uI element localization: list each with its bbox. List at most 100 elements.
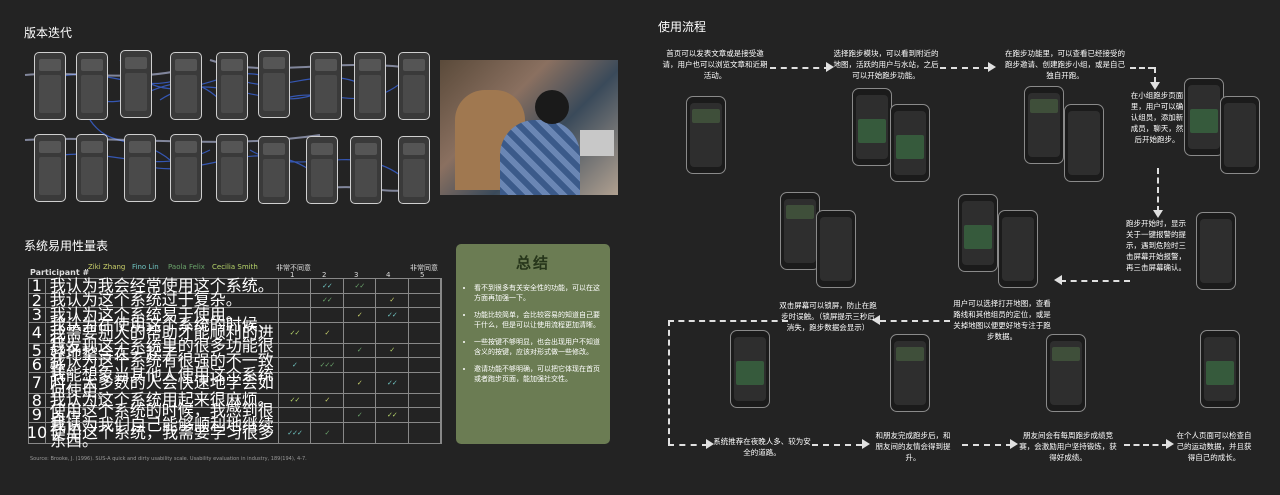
scale-low-label: 非常不同意 (276, 264, 311, 272)
rating-cell: ✓ (344, 372, 377, 393)
phone-run-map (958, 194, 998, 272)
phone-lock (780, 192, 820, 270)
rating-cell (409, 408, 441, 422)
participant-3: Paola Felix (168, 263, 205, 271)
phone-home (686, 96, 726, 174)
rating-cell: ✓✓✓ (311, 358, 344, 372)
rating-cell: ✓✓ (279, 322, 312, 343)
flow-step-11: 在个人页面可以检查自己的运动数据，并且获得自己的成长。 (1176, 431, 1252, 462)
rating-cell: ✓ (344, 408, 377, 422)
rating-cell (409, 293, 441, 307)
row-number: 4 (29, 322, 46, 343)
rating-cell (376, 422, 409, 443)
scale-3: 3 (354, 271, 359, 279)
flow-step-2: 选择跑步模块，可以看到附近的地图，活跃的用户与水站，之后可以开始跑步功能。 (833, 49, 939, 80)
flow-step-7: 双击屏幕可以锁屏，防止在跑步时误触。（锁屏提示三秒后消失，跑步数据会显示） (779, 301, 877, 332)
rating-cell (409, 422, 441, 443)
user-testing-photo (440, 60, 618, 195)
sus-table: Participant # Ziki Zhang Fino Lin Paola … (28, 260, 442, 279)
wireframe-board (20, 40, 430, 210)
phone-lock-2 (816, 210, 856, 288)
participant-4: Cecilia Smith (212, 263, 258, 271)
flow-step-3: 在跑步功能里，可以查看已经接受的跑步邀请、创建跑步小组，或是自己独自开跑。 (1005, 49, 1125, 80)
summary-card: 总结 看不到很多有关安全性的功能，可以在这方面再加强一下。 功能比较简单，会比较… (456, 244, 610, 444)
summary-title: 总结 (515, 254, 550, 272)
rating-cell: ✓ (344, 308, 377, 322)
rating-cell (279, 279, 312, 293)
row-number: 6 (29, 355, 46, 374)
rating-cell (311, 408, 344, 422)
phone-friends (890, 334, 930, 412)
rating-cell (409, 372, 441, 393)
row-question: 我能想象当其他人使用这个系统时，大多数的人会快速地学会如何使用。 (46, 366, 279, 398)
rating-cell: ✓✓ (279, 393, 312, 407)
flow-step-9: 和朋友完成跑步后，和朋友间的友情会得到提升。 (875, 431, 951, 462)
rating-cell (376, 322, 409, 343)
phone-run-menu (1024, 86, 1064, 164)
rating-cell (344, 393, 377, 407)
rating-cell: ✓✓ (376, 308, 409, 322)
scale-4: 4 (386, 271, 391, 279)
rating-cell: ✓ (376, 293, 409, 307)
row-number: 8 (29, 391, 46, 410)
phone-map-2 (890, 104, 930, 182)
summary-point: 邀请功能不够明确，可以把它体现在首页或者跑步页面，能加强社交性。 (474, 364, 602, 384)
table-source: Source: Brooke, J. (1996). SUS-A quick a… (30, 456, 307, 462)
row-question: 我认为我会经常使用这个系统。 (46, 278, 279, 293)
rating-cell: ✓✓ (376, 408, 409, 422)
flow-step-8: 系统推荐在夜晚人多、较为安全的道路。 (713, 437, 811, 457)
row-number: 10 (26, 422, 48, 443)
rating-cell (409, 308, 441, 322)
rating-cell (409, 322, 441, 343)
flow-step-1: 首页可以发表文章或是接受邀请，用户也可以浏览文章和近期活动。 (662, 49, 768, 80)
scale-1: 1 (290, 271, 295, 279)
flow-step-6: 用户可以选择打开地图，查看路线和其他组员的定位，或是关掉地图以便更好地专注于跑步… (953, 299, 1051, 341)
row-number: 5 (29, 341, 46, 360)
summary-point: 看不到很多有关安全性的功能，可以在这方面再加强一下。 (474, 283, 602, 303)
row-number: 7 (29, 372, 46, 393)
scale-5: 5 (420, 271, 425, 279)
flow-step-10: 朋友间会有每周跑步成绩竞赛，会激励用户坚持锻炼，获得好成绩。 (1019, 431, 1117, 462)
rating-cell: ✓ (311, 422, 344, 443)
rating-cell (344, 422, 377, 443)
usability-title: 系统易用性量表 (24, 239, 109, 253)
phone-competition (1046, 334, 1086, 412)
rating-cell (311, 343, 344, 357)
rating-cell: ✓✓ (311, 293, 344, 307)
rating-cell: ✓✓ (344, 279, 377, 293)
rating-cell: ✓✓✓ (279, 422, 312, 443)
scale-2: 2 (322, 271, 327, 279)
rating-cell (344, 358, 377, 372)
phone-night-route (730, 330, 770, 408)
rating-cell (409, 393, 441, 407)
rating-cell (376, 393, 409, 407)
rating-cell (279, 372, 312, 393)
rating-cell (409, 358, 441, 372)
row-number: 3 (29, 305, 46, 324)
participant-2: Fino Lin (132, 263, 159, 271)
row-number: 2 (29, 291, 46, 310)
rating-cell (409, 343, 441, 357)
rating-cell (344, 293, 377, 307)
rating-cell: ✓ (311, 322, 344, 343)
flow-step-4: 在小组跑步页面里，用户可以确认组员，添加新成员，聊天，然后开始跑步。 (1130, 91, 1184, 144)
rating-cell: ✓ (279, 358, 312, 372)
row-question: 我认为我们自己能够顺利地继续使用这个系统，我需要学习很多东西。 (46, 416, 279, 448)
rating-cell: ✓✓ (311, 279, 344, 293)
rating-cell: ✓ (344, 343, 377, 357)
rating-cell (279, 308, 312, 322)
rating-cell (279, 408, 312, 422)
phone-map (852, 88, 892, 166)
rating-cell (376, 358, 409, 372)
phone-run-menu-2 (1064, 104, 1104, 182)
summary-point: 功能比较简单，会比较容易的知道自己要干什么，但是可以让使用流程更加清晰。 (474, 310, 602, 330)
row-question: 我认为这个系统易于使用。 (46, 307, 279, 322)
rating-cell (279, 293, 312, 307)
rating-cell (311, 308, 344, 322)
rating-cell (376, 279, 409, 293)
